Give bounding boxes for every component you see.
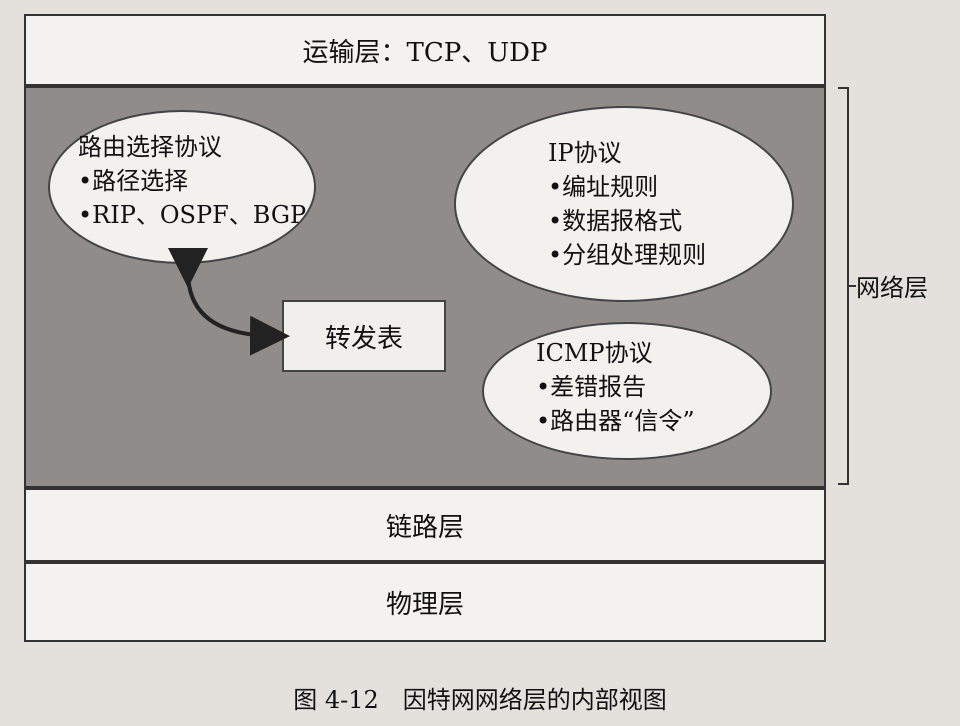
figure-caption: 图 4-12 因特网网络层的内部视图 [293,686,667,714]
ip-item-addressing: •编址规则 [548,173,659,201]
routing-item-path-selection: •路径选择 [78,167,189,195]
transport-layer-box: 运输层：TCP、UDP [24,14,826,86]
icmp-item-router-signaling: •路由器“信令” [536,407,695,435]
routing-protocol-ellipse [48,110,316,264]
ip-item-packet-handling: •分组处理规则 [548,241,707,269]
ip-item-datagram-format: •数据报格式 [548,207,683,235]
routing-protocol-text: 路由选择协议 •路径选择 •RIP、OSPF、BGP [78,130,306,232]
physical-layer-label: 物理层 [385,589,464,620]
link-layer-label: 链路层 [385,512,464,543]
icmp-protocol-ellipse [482,322,772,460]
forwarding-table-box: 转发表 [282,300,446,372]
icmp-item-error-report: •差错报告 [536,373,647,401]
ip-protocol-text: IP协议 •编址规则 •数据报格式 •分组处理规则 [548,136,706,272]
icmp-protocol-text: ICMP协议 •差错报告 •路由器“信令” [536,336,695,438]
ip-protocol-title: IP协议 [548,139,622,167]
routing-protocol-title: 路由选择协议 [78,133,222,161]
routing-item-protocols: •RIP、OSPF、BGP [78,201,307,229]
transport-layer-label: 运输层：TCP、UDP [302,37,548,68]
icmp-protocol-title: ICMP协议 [536,339,653,367]
physical-layer-box: 物理层 [24,562,826,642]
ip-protocol-ellipse [454,106,794,302]
link-layer-box: 链路层 [24,488,826,562]
network-layer-label: 网络层 [856,274,928,302]
forwarding-table-label: 转发表 [324,323,403,354]
network-layer-bracket [838,87,856,485]
